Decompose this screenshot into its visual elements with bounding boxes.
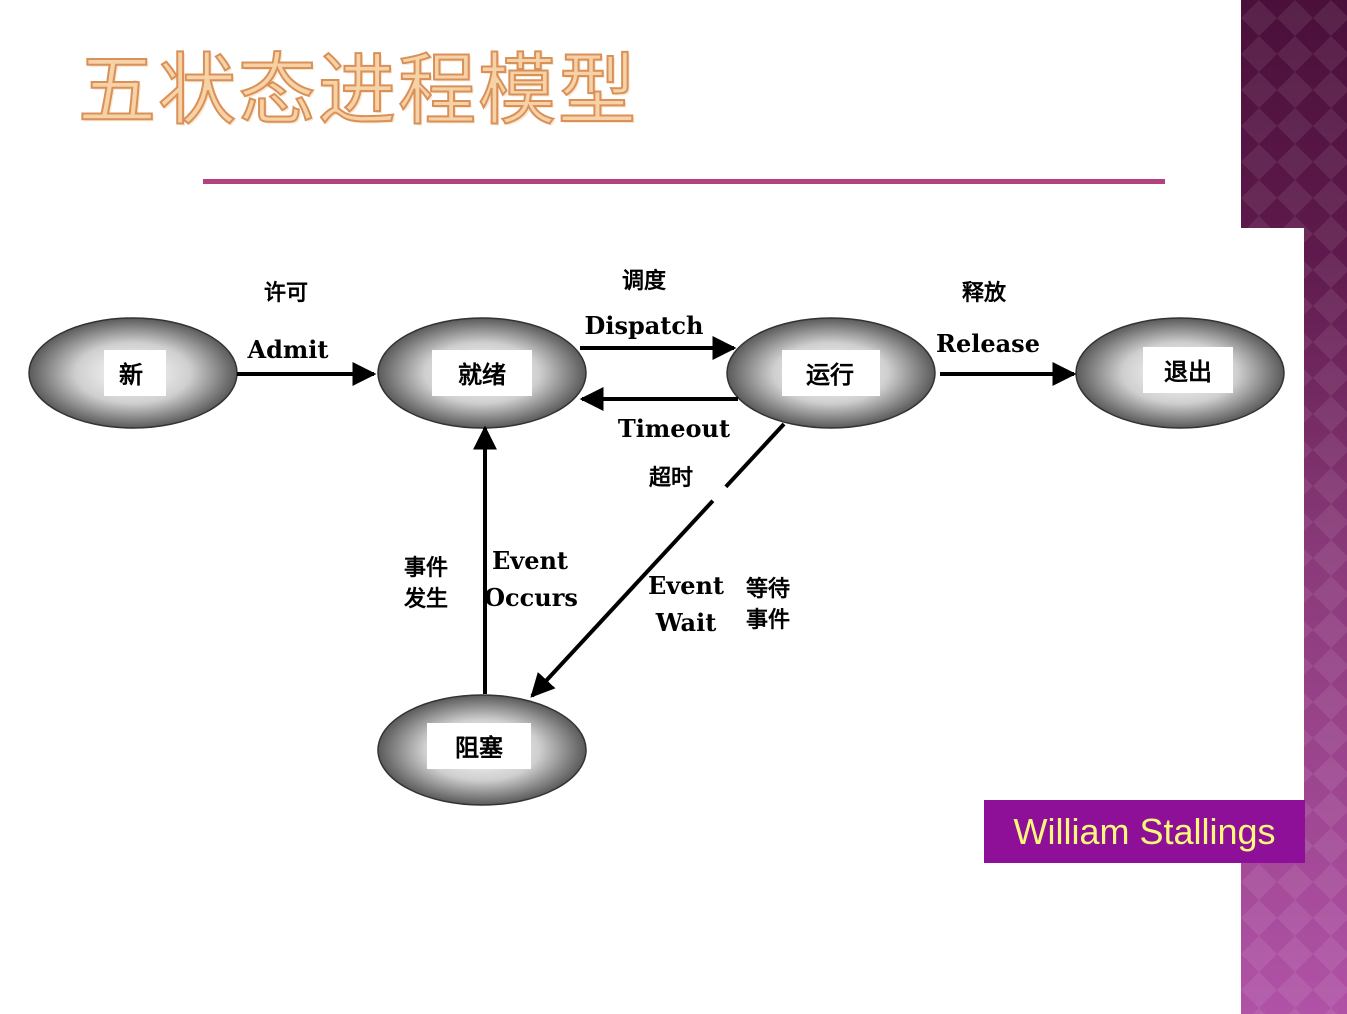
state-exit: 退出 [1075,317,1285,429]
label-admit-cn: 许可 [264,280,308,306]
state-ready-label: 就绪 [458,360,506,389]
arrow-event-wait [530,422,786,698]
label-release-cn: 释放 [962,280,1007,306]
state-ready: 就绪 [377,317,587,429]
state-running: 运行 [726,317,936,429]
label-event-wait-en-1: Event [648,571,724,600]
state-blocked-label: 阻塞 [455,733,503,762]
label-release-en: Release [936,329,1040,358]
state-running-label: 运行 [806,360,854,389]
author-credit: William Stallings [984,800,1305,863]
label-admit-en: Admit [247,335,329,364]
label-event-occurs-cn-1: 事件 [404,555,448,581]
title-divider [203,179,1165,184]
state-new-label: 新 [119,360,143,389]
label-event-occurs-en-2: Occurs [484,583,578,612]
label-event-wait-cn-1: 等待 [746,576,790,602]
state-blocked: 阻塞 [377,694,587,806]
state-new: 新 [28,317,238,429]
label-event-occurs-en-1: Event [492,546,568,575]
slide-title: 五状态进程模型 [77,46,639,136]
label-timeout-cn: 超时 [649,465,693,491]
label-event-occurs-cn-2: 发生 [403,586,448,612]
label-dispatch-cn: 调度 [622,268,667,294]
label-dispatch-en: Dispatch [585,311,704,340]
label-timeout-en: Timeout [618,414,730,443]
arrow-gap [709,483,728,503]
state-exit-label: 退出 [1164,357,1212,386]
label-event-wait-cn-2: 事件 [746,607,790,633]
label-event-wait-en-2: Wait [655,608,717,637]
